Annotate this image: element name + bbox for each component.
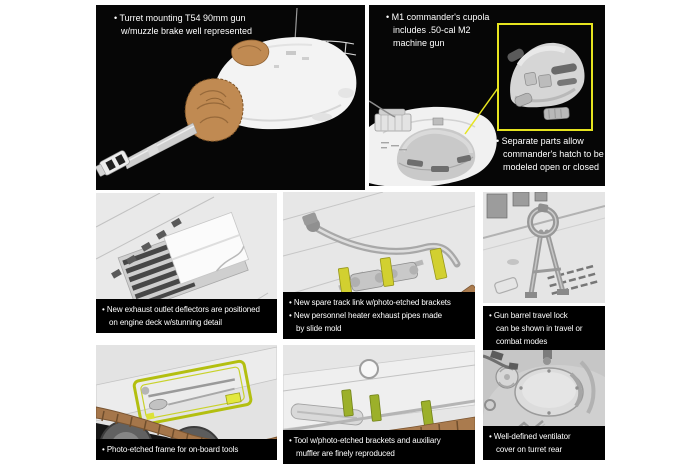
panel-cupola: • M1 commander's cupola includes .50-cal… — [369, 5, 605, 186]
caption-line: • Turret mounting T54 90mm gun — [114, 13, 246, 23]
caption-line: modeled open or closed — [503, 162, 600, 172]
mantlet-canvas-cover — [184, 78, 244, 142]
ventilator-dome — [514, 367, 584, 417]
panel-turret-gun: • Turret mounting T54 90mm gun w/muzzle … — [96, 5, 365, 190]
periscope — [432, 117, 444, 126]
mg-canvas-cover — [231, 39, 270, 67]
cupola-dome — [396, 127, 476, 181]
panel-travel-lock: • Gun barrel travel lock can be shown in… — [483, 192, 605, 351]
caption-turret-gun: • Turret mounting T54 90mm gun w/muzzle … — [114, 12, 252, 38]
caption-line: muffler are finely reproduced — [296, 449, 395, 458]
photo-etched-frame — [132, 359, 253, 426]
caption-line: cover on turret rear — [496, 445, 563, 454]
photo-etched-brackets — [341, 389, 435, 430]
caption-line: by slide mold — [296, 324, 342, 333]
travel-lock-illustration — [483, 192, 605, 303]
photo-etched-brackets — [337, 247, 448, 296]
caption-line: • New personnel heater exhaust pipes mad… — [289, 311, 443, 320]
caption-tool-brackets-muffler: • Tool w/photo-etched brackets and auxil… — [283, 430, 475, 464]
muzzle-brake — [96, 150, 130, 177]
caption-hatch-inset: • Separate parts allow commander's hatch… — [496, 135, 604, 174]
heater-exhaust-pipe — [302, 212, 461, 268]
caption-line: • Tool w/photo-etched brackets and auxil… — [289, 436, 441, 445]
caption-pe-tool-frame: • Photo-etched frame for on-board tools — [96, 439, 277, 460]
caption-line: machine gun — [393, 38, 445, 48]
caption-line: includes .50-cal M2 — [393, 25, 471, 35]
caption-line: commander's hatch to be — [503, 149, 604, 159]
travel-lock-frame — [525, 203, 569, 298]
guard-rail — [579, 360, 596, 414]
fender-clamps — [111, 217, 182, 279]
caption-line: • Photo-etched frame for on-board tools — [102, 445, 239, 454]
caption-line: on engine deck w/stunning detail — [109, 318, 222, 327]
caption-travel-lock: • Gun barrel travel lock can be shown in… — [483, 306, 605, 351]
panel-exhaust-deflectors: • New exhaust outlet deflectors are posi… — [96, 193, 277, 333]
caption-ventilator-cover: • Well-defined ventilator cover on turre… — [483, 426, 605, 460]
caption-spare-track-heater: • New spare track link w/photo-etched br… — [283, 292, 475, 339]
caption-line: • Gun barrel travel lock — [489, 311, 568, 320]
panel-tool-brackets-muffler: • Tool w/photo-etched brackets and auxil… — [283, 345, 475, 464]
caption-line: • New exhaust outlet deflectors are posi… — [102, 305, 260, 314]
hatch-parts-illustration — [507, 42, 585, 120]
hull-opening — [359, 359, 379, 379]
callout-line — [464, 87, 499, 135]
caption-line: • Well-defined ventilator — [489, 432, 571, 441]
caption-line: • Separate parts allow — [496, 136, 584, 146]
molded-markings — [381, 142, 407, 151]
panel-pe-tool-frame: • Photo-etched frame for on-board tools — [96, 345, 277, 460]
cupola-illustration — [369, 87, 499, 186]
caption-line: • New spare track link w/photo-etched br… — [289, 298, 451, 307]
panel-spare-track-heater: • New spare track link w/photo-etched br… — [283, 192, 475, 339]
caption-exhaust-deflectors: • New exhaust outlet deflectors are posi… — [96, 299, 277, 333]
highlight-box — [497, 23, 593, 131]
caption-cupola: • M1 commander's cupola includes .50-cal… — [386, 11, 489, 50]
caption-line: can be shown in travel or — [496, 324, 583, 333]
gun-barrel — [123, 122, 198, 170]
caption-line: w/muzzle brake well represented — [121, 26, 253, 36]
antenna-mount — [543, 350, 552, 359]
stowage-pack — [374, 108, 412, 132]
panel-ventilator-cover: • Well-defined ventilator cover on turre… — [483, 350, 605, 460]
caption-line: • M1 commander's cupola — [386, 12, 490, 22]
lifting-ring — [484, 399, 496, 411]
turret-gun-illustration — [96, 7, 357, 177]
caption-line: combat modes — [496, 337, 548, 346]
cable — [483, 350, 519, 370]
exhaust-deflector-louvers — [117, 211, 250, 312]
